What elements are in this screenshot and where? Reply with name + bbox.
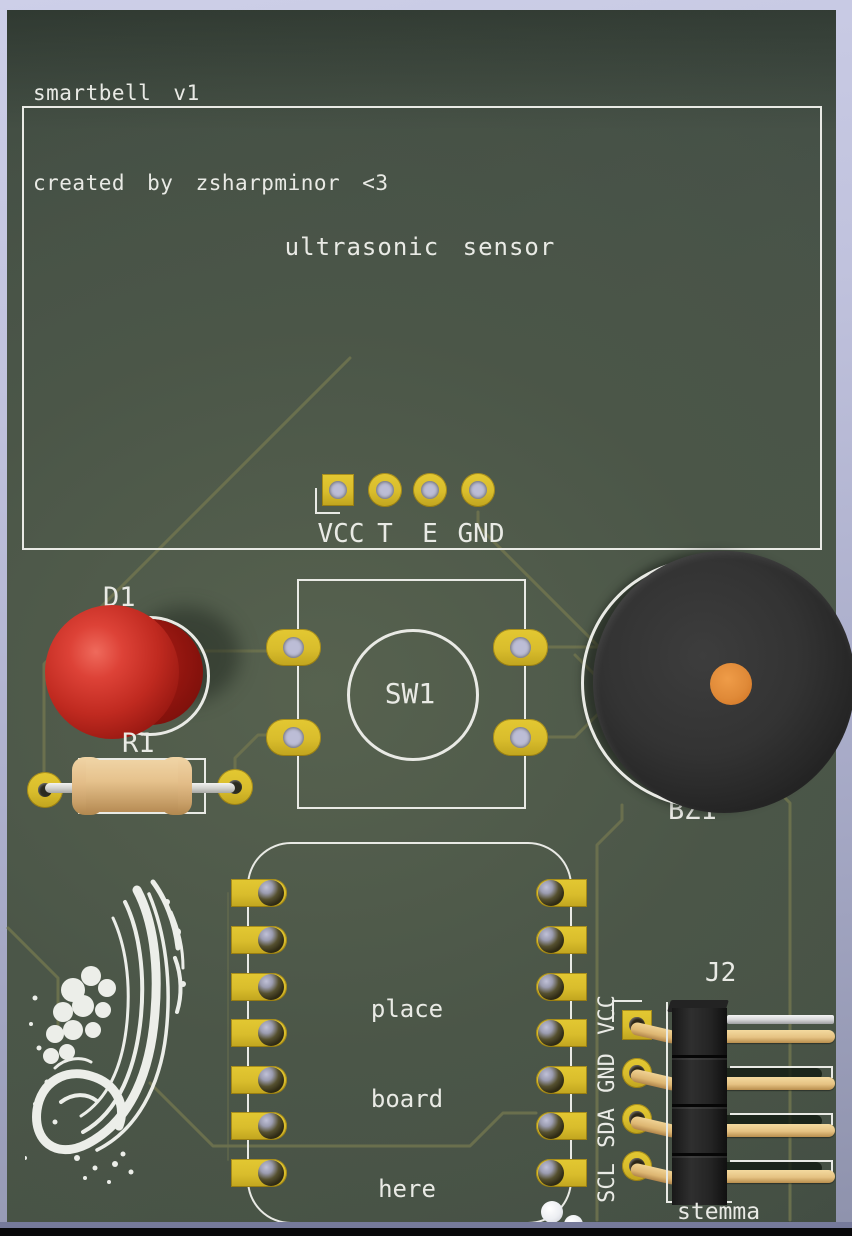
sensor-pad-e [413,473,447,507]
sensor-pad-label-vcc: VCC [317,519,365,549]
resistor-ref-label: R1 [122,728,155,759]
ultrasonic-sensor-outline [22,106,822,550]
header-ref-label: J2 [705,958,737,988]
switch-ref-label: SW1 [384,677,436,710]
switch-pad-bl [266,719,321,756]
switch-pad-tr [493,629,548,666]
header-body-highlight [672,1058,727,1060]
sensor-pad-label-e: E [422,519,438,549]
buzzer-sound-hole [710,663,752,705]
switch-outline [297,579,526,809]
header-pin-1 [725,1030,835,1043]
ultrasonic-sensor-label: ultrasonic sensor [284,233,556,261]
pin1-marker-header [612,1000,642,1022]
footprint-pad-left [231,1019,287,1047]
header-body-highlight [672,1156,727,1158]
note-line-2: board [370,1085,444,1113]
title-line-1: smartbell v1 [33,81,200,105]
footprint-pad-left [231,926,287,954]
board-title: smartbell v1 created by zsharpminor <3 [33,18,389,258]
footprint-pad-left [231,973,287,1001]
header-silk-pin-line [730,1160,833,1162]
bottom-band [0,1228,852,1236]
footprint-pad-right [536,973,587,1001]
white-dot [541,1201,563,1223]
footprint-pad-right [536,1066,587,1094]
header-pin-2 [725,1077,835,1090]
header-pin-3 [725,1124,835,1137]
header-silk-pin-line [831,1066,833,1078]
footprint-pad-right [536,1159,587,1187]
header-note-label: stemma [677,1199,761,1225]
resistor-body [86,760,178,812]
sensor-pad-label-t: T [377,519,393,549]
board-edge-line [0,1222,852,1228]
header-silk-pin-line [831,1160,833,1172]
header-pin-label-scl: SCL [595,1163,620,1203]
header-silk-pin-line [730,1066,833,1068]
pin-metal-top [727,1015,834,1024]
header-body [672,1008,727,1205]
sensor-pad-vcc [322,474,354,506]
switch-silk-circle [347,629,479,761]
footprint-pad-right [536,926,587,954]
header-silk-pin-line [730,1113,833,1115]
sensor-pad-label-gnd: GND [457,519,505,549]
note-line-3: here [378,1175,436,1203]
header-body-divider [672,1153,727,1156]
header-body-divider [672,1104,727,1107]
footprint-pad-left [231,879,287,907]
footprint-pad-right [536,879,587,907]
pin1-marker-sensor [315,488,340,514]
header-pin-4 [725,1170,835,1183]
footprint-pad-left [231,1159,287,1187]
footprint-pad-right [536,1112,587,1140]
header-body-divider [672,1055,727,1058]
footprint-pad-left [231,1112,287,1140]
note-line-1: place [370,995,444,1023]
footprint-pad-right [536,1019,587,1047]
switch-pad-br [493,719,548,756]
led-dome [45,605,179,739]
daughterboard-note: place board here or die [287,934,527,1236]
header-silk-left [666,1002,668,1202]
header-silk-pin-line [831,1113,833,1125]
sensor-pad-gnd [461,473,495,507]
footprint-pad-left [231,1066,287,1094]
title-line-2: created by zsharpminor <3 [33,171,389,195]
wave-art-graphic [25,879,186,1184]
switch-pad-tl [266,629,321,666]
header-body-highlight [672,1107,727,1109]
sensor-pad-t [368,473,402,507]
